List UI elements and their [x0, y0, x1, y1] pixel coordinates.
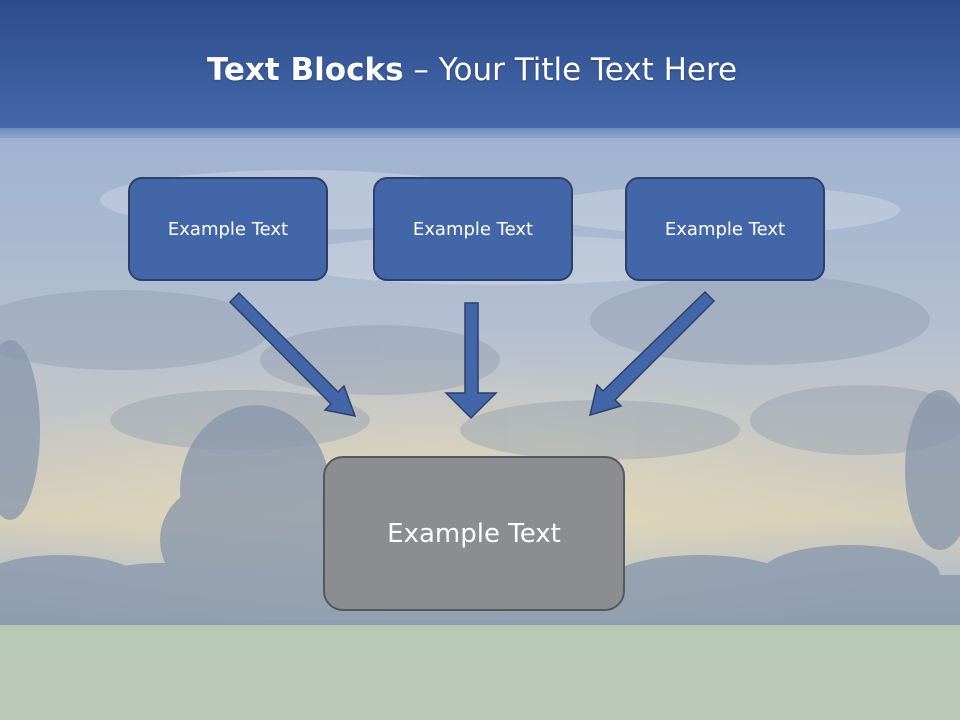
arrow-left-diagonal	[228, 291, 357, 417]
text-block-center[interactable]: Example Text	[373, 177, 573, 281]
text-block-center-label: Example Text	[412, 218, 534, 240]
title-dash: –	[403, 52, 439, 88]
text-block-left[interactable]: Example Text	[128, 177, 328, 281]
title-bold-part: Text Blocks	[206, 52, 404, 88]
text-block-right[interactable]: Example Text	[625, 177, 825, 281]
text-block-bottom[interactable]: Example Text	[323, 456, 625, 611]
arrow-right-diagonal	[588, 290, 716, 417]
text-block-bottom-label: Example Text	[387, 518, 561, 549]
text-block-left-label: Example Text	[167, 218, 289, 240]
title-rest: Your Title Text Here	[438, 52, 738, 88]
slide-title: Text Blocks – Your Title Text Here	[0, 52, 944, 88]
arrow-center-down	[444, 302, 498, 420]
text-block-right-label: Example Text	[664, 218, 786, 240]
